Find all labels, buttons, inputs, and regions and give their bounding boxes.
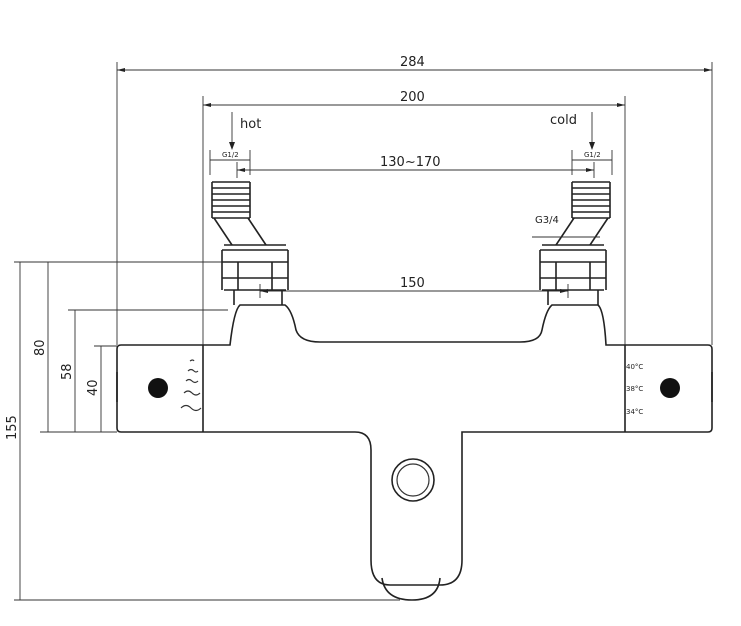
dimension-284: 284 (117, 55, 712, 72)
vertical-dimensions: 155 80 58 40 (5, 262, 117, 600)
dim-label-130-170: 130~170 (380, 155, 441, 170)
thread-label-left: G1/2 (222, 151, 239, 159)
dim-label-40: 40 (86, 379, 101, 396)
outlet-port-icon (391, 458, 435, 502)
dim-label-80: 80 (33, 339, 48, 356)
handle-screw-right-icon (660, 378, 680, 398)
dimension-200: 200 (203, 90, 625, 107)
hot-inlet-fitting: hot G1/2 (209, 112, 289, 305)
temperature-scale: 40°C 38°C 34°C (626, 363, 643, 416)
temp-38: 38°C (626, 385, 643, 393)
flow-scale-icon (180, 359, 202, 412)
dim-label-58: 58 (60, 363, 75, 380)
inlet-thread-label: G3/4 (535, 215, 559, 226)
dim-label-284: 284 (400, 55, 425, 70)
hot-label: hot (240, 117, 261, 132)
dim-label-155: 155 (5, 415, 20, 440)
dim-label-200: 200 (400, 90, 425, 105)
handle-screw-left-icon (148, 378, 168, 398)
dim-label-150: 150 (400, 276, 425, 291)
cold-inlet-fitting: cold G1/2 G3/4 (532, 112, 613, 305)
thread-label-right: G1/2 (584, 151, 601, 159)
dimension-150: 150 (259, 276, 569, 298)
temp-40: 40°C (626, 363, 643, 371)
temp-34: 34°C (626, 408, 643, 416)
dimension-130-170: 130~170 (236, 155, 595, 178)
valve-body (116, 304, 713, 601)
cold-label: cold (550, 113, 577, 128)
extension-lines (14, 62, 713, 601)
